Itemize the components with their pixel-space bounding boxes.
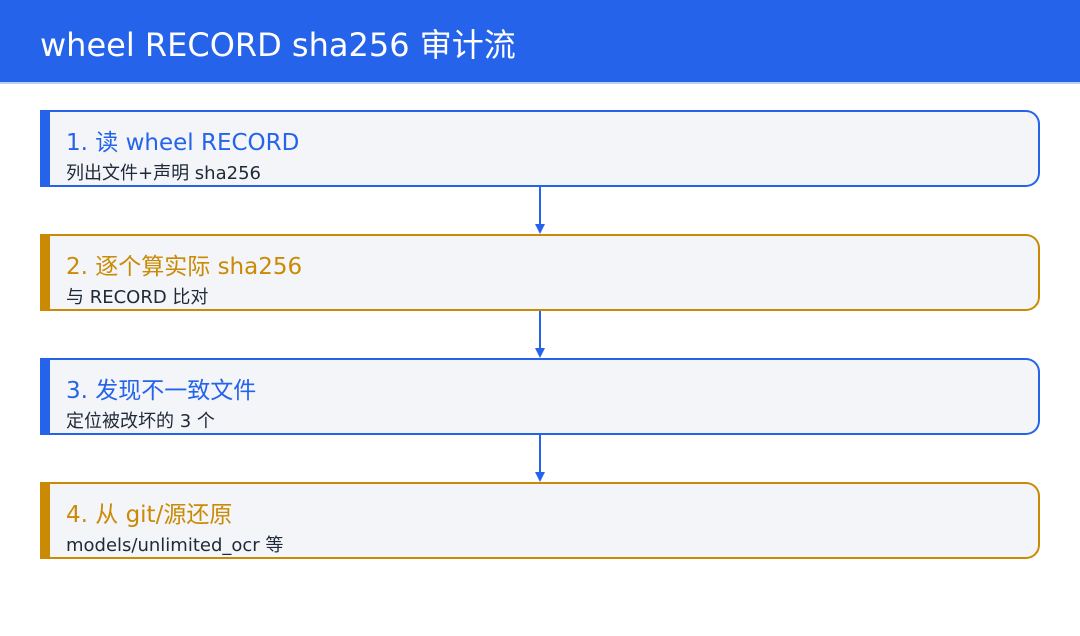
flow-arrow-2 bbox=[535, 311, 545, 358]
flow-arrow-1 bbox=[535, 187, 545, 234]
header-bar: wheel RECORD sha256 审计流 bbox=[0, 0, 1080, 84]
step-subtitle: 列出文件+声明 sha256 bbox=[66, 163, 261, 184]
page-title: wheel RECORD sha256 审计流 bbox=[40, 26, 516, 64]
step-box-3: 3. 发现不一致文件 定位被改坏的 3 个 bbox=[40, 358, 1040, 435]
step-title: 4. 从 git/源还原 bbox=[66, 502, 233, 528]
step-subtitle: models/unlimited_ocr 等 bbox=[66, 535, 284, 556]
step-subtitle: 与 RECORD 比对 bbox=[66, 287, 209, 308]
step-title: 3. 发现不一致文件 bbox=[66, 378, 257, 404]
flow-arrow-3 bbox=[535, 435, 545, 482]
step-box-4: 4. 从 git/源还原 models/unlimited_ocr 等 bbox=[40, 482, 1040, 559]
step-title: 1. 读 wheel RECORD bbox=[66, 130, 300, 156]
step-box-2: 2. 逐个算实际 sha256 与 RECORD 比对 bbox=[40, 234, 1040, 311]
step-subtitle: 定位被改坏的 3 个 bbox=[66, 411, 215, 432]
step-title: 2. 逐个算实际 sha256 bbox=[66, 254, 303, 280]
step-box-1: 1. 读 wheel RECORD 列出文件+声明 sha256 bbox=[40, 110, 1040, 187]
